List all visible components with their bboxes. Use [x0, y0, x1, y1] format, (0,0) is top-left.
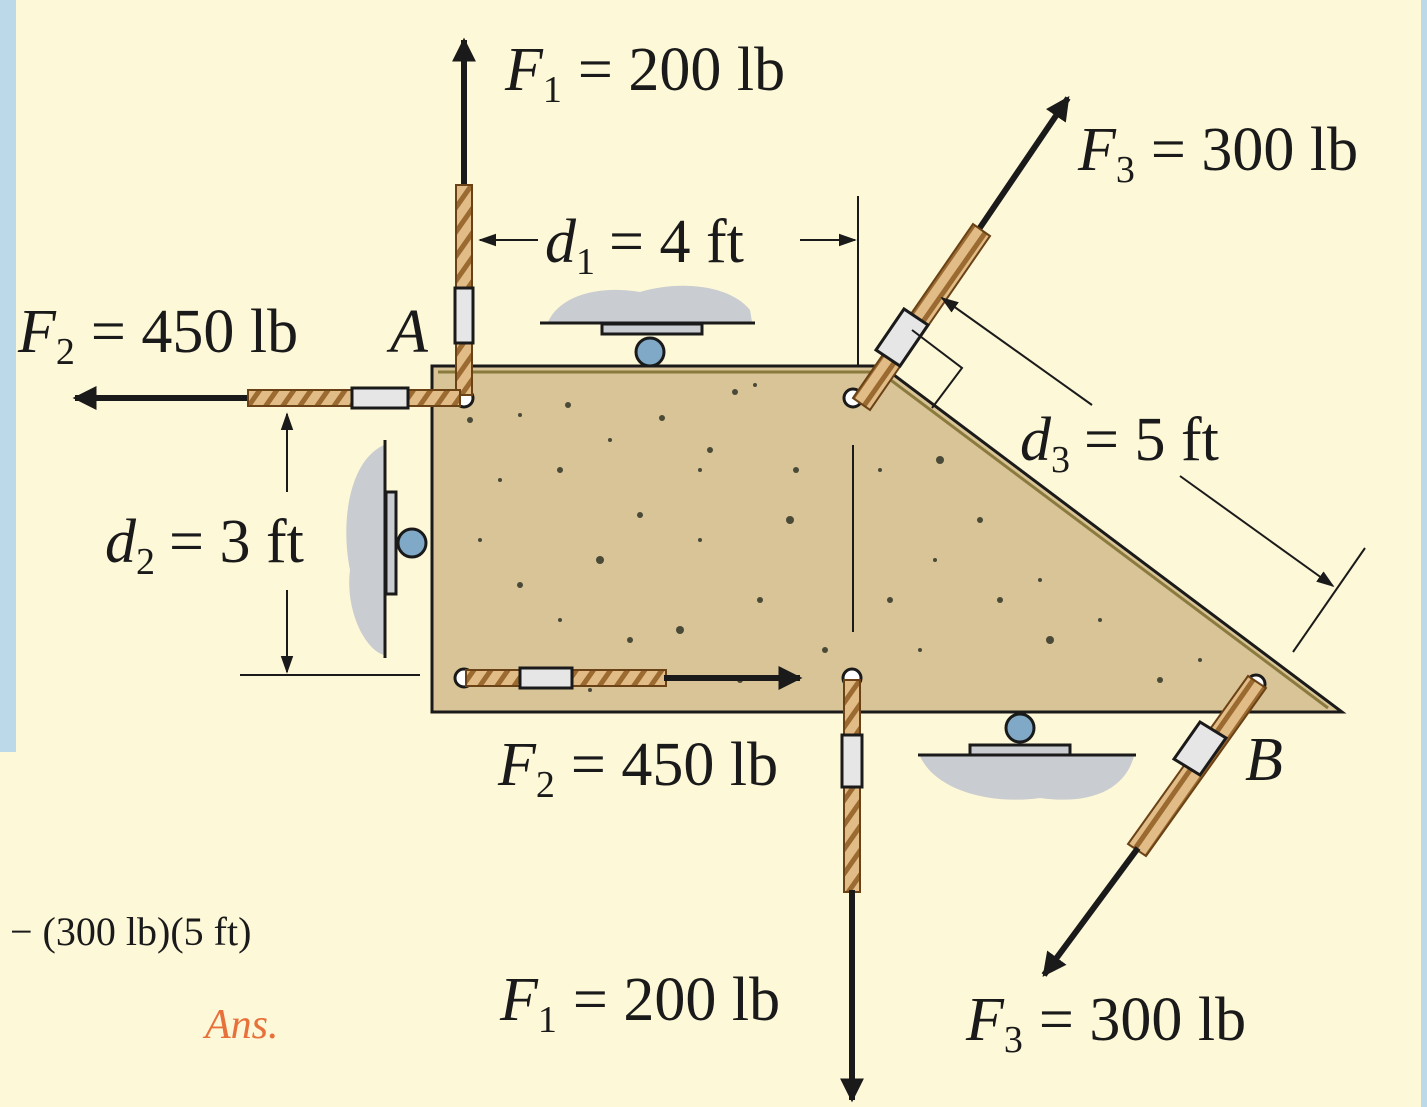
label-point-b: B	[1245, 726, 1283, 794]
label-f3-bottom: F3= 300 lb	[965, 986, 1246, 1061]
lower-left-panel	[0, 752, 20, 1107]
label-d2: d2= 3 ft	[105, 508, 304, 583]
plate-speckles	[467, 383, 1202, 692]
roller-support-top	[540, 285, 755, 368]
label-f2-left: F2= 450 lb	[17, 298, 298, 373]
label-d3: d3= 5 ft	[1020, 406, 1219, 481]
label-f1-bottom: F1= 200 lb	[499, 966, 780, 1041]
force-f1-down	[840, 679, 864, 1103]
force-f2-left	[72, 386, 461, 410]
dimension-d2	[240, 412, 420, 676]
label-f2-bottom: F2= 450 lb	[497, 731, 778, 806]
answer-label: Ans.	[202, 1002, 279, 1048]
label-f1-top: F1= 200 lb	[504, 36, 785, 111]
dimension-d3	[911, 296, 1366, 653]
label-d1: d1= 4 ft	[545, 208, 744, 283]
label-f3-top: F3= 300 lb	[1077, 116, 1358, 191]
force-f3-down-left	[1041, 674, 1268, 977]
dimension-d1	[478, 196, 859, 366]
force-f3-up-right	[851, 96, 1071, 412]
roller-support-bottom	[918, 712, 1136, 800]
force-f1-up	[452, 37, 476, 396]
equation-fragment: − (300 lb)(5 ft)	[10, 909, 251, 954]
roller-support-left	[346, 440, 428, 658]
label-point-a: A	[386, 298, 429, 366]
force-f2-right	[465, 666, 803, 690]
